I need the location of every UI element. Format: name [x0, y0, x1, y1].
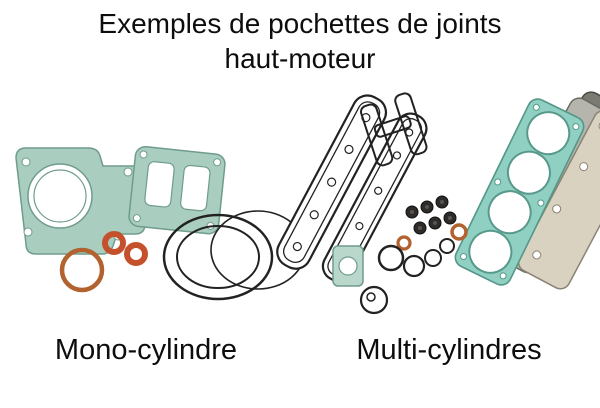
o-ring — [402, 254, 426, 278]
beige-gasket-body — [517, 109, 600, 290]
mono-cylinder-gasket-group — [15, 145, 306, 301]
gasket-ellipse-inner — [176, 225, 260, 289]
mono-base-gasket-body — [128, 145, 226, 235]
bolt-holes — [292, 113, 371, 252]
small-gasket-hole — [338, 256, 358, 276]
gasket-ellipse-outer — [162, 213, 274, 301]
caption-multi-cylindres: Multi-cylindres — [356, 334, 542, 366]
h-shaped-gasket — [359, 92, 428, 167]
cylinder-bore-hole — [27, 163, 93, 229]
gasket-port-hole — [180, 164, 211, 212]
multi-head-gasket — [454, 98, 585, 286]
bolt-holes — [132, 150, 222, 230]
mono-base-gasket — [128, 145, 226, 235]
valve-cover-gasket-b — [321, 112, 428, 283]
orange-o-ring — [102, 231, 126, 255]
cylinder-bore-ring — [33, 169, 87, 223]
cylinder-bores — [468, 111, 571, 274]
large-round-gasket — [162, 210, 306, 301]
seal-ring-with-dot — [359, 285, 389, 315]
o-ring — [424, 249, 442, 267]
bolt-holes — [460, 103, 580, 280]
title-line-1: Exemples de pochettes de joints — [98, 8, 502, 39]
h-gasket-left-bar — [359, 103, 394, 167]
page-title: Exemples de pochettes de joints haut-mot… — [0, 6, 600, 76]
grommet-cluster — [405, 195, 457, 235]
rubber-grommets — [405, 195, 457, 235]
copper-o-ring — [450, 223, 468, 241]
caption-mono-cylindre: Mono-cylindre — [54, 334, 238, 366]
grommet-centers — [410, 200, 452, 230]
gasket-outline-inner — [282, 101, 381, 263]
h-gasket-crossbar — [373, 115, 412, 138]
copper-o-ring — [396, 235, 412, 251]
seal-ring-inner — [366, 292, 376, 302]
mono-head-gasket — [15, 147, 146, 255]
h-gasket-right-bar — [394, 92, 428, 156]
o-ring-set — [377, 238, 455, 278]
orange-o-ring — [124, 242, 148, 266]
beige-head-gasket — [517, 109, 600, 290]
copper-ring — [59, 247, 105, 293]
o-ring — [439, 238, 455, 254]
valve-cover-gasket-a — [276, 94, 388, 270]
seal-ring-outer — [359, 285, 389, 315]
multi-cylinder-gasket-group — [276, 91, 600, 315]
title-line-2: haut-moteur — [224, 43, 376, 74]
small-teal-gasket — [332, 245, 364, 287]
o-ring — [377, 244, 405, 272]
gasket-port-hole — [144, 161, 175, 208]
